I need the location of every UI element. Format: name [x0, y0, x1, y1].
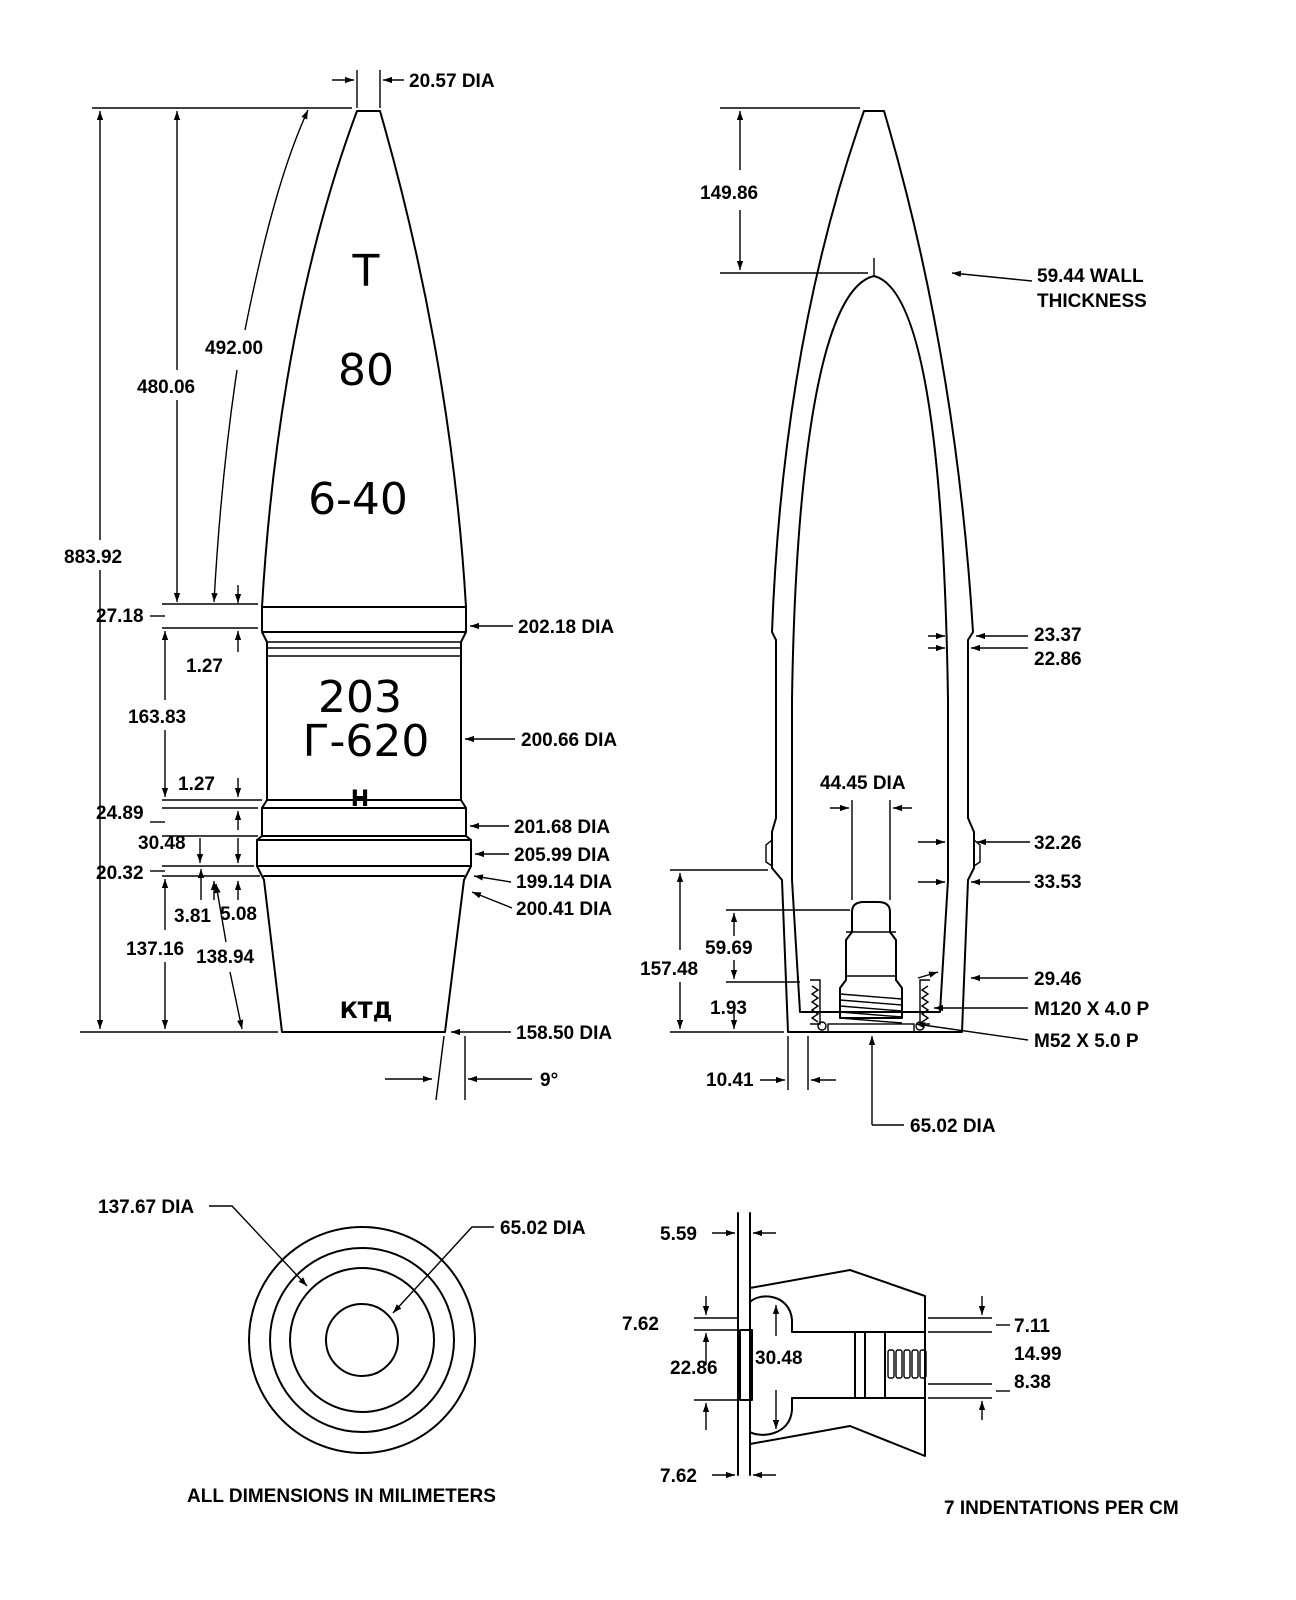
dim-20-32: 20.32: [96, 863, 144, 884]
dim-7-62-b: 7.62: [660, 1466, 697, 1487]
dim-dia-158-50: 158.50 DIA: [516, 1023, 612, 1044]
dim-section-dia-65-02: 65.02 DIA: [910, 1116, 996, 1137]
dim-dia-201-68: 201.68 DIA: [514, 817, 610, 838]
dim-thread-m120: M120 X 4.0 P: [1034, 999, 1149, 1020]
side-outline: [256, 110, 472, 1033]
marking-n: Н: [351, 787, 369, 812]
dim-7-62-a: 7.62: [622, 1314, 659, 1335]
dim-27-18: 27.18: [96, 606, 144, 627]
dim-dia-200-66: 200.66 DIA: [521, 730, 617, 751]
dim-ogive-length-492: 492.00: [205, 338, 263, 359]
projectile-section-view: 149.86 59.44 WALL THICKNESS 23.37 22.86 …: [640, 107, 1149, 1137]
dim-overall-length: 883.92: [64, 547, 122, 568]
dim-ogive-length-480: 480.06: [137, 377, 195, 398]
dim-5-08: 5.08: [220, 904, 257, 925]
dim-23-37: 23.37: [1034, 625, 1082, 646]
dim-1-27-b: 1.27: [178, 774, 215, 795]
marking-g-620: Г-620: [303, 716, 430, 767]
marking-6-40: 6-40: [308, 474, 408, 525]
base-view: 137.67 DIA 65.02 DIA ALL DIMENSIONS IN M…: [98, 1197, 586, 1507]
dim-5-59: 5.59: [660, 1224, 697, 1245]
marking-ktd: КТД: [340, 999, 393, 1024]
dim-14-99: 14.99: [1014, 1344, 1062, 1365]
dim-dia-202-18: 202.18 DIA: [518, 617, 614, 638]
dim-8-38: 8.38: [1014, 1372, 1051, 1393]
dim-138-94: 138.94: [196, 947, 255, 968]
dim-32-26: 32.26: [1034, 833, 1082, 854]
dim-angle-9: 9°: [540, 1070, 558, 1091]
dim-dia-199-14: 199.14 DIA: [516, 872, 612, 893]
marking-t: T: [352, 246, 380, 297]
note-indentations: 7 INDENTATIONS PER CM: [944, 1498, 1179, 1519]
marking-80: 80: [338, 345, 394, 396]
dim-1-27-a: 1.27: [186, 656, 223, 677]
dim-7-11: 7.11: [1014, 1316, 1050, 1337]
dim-nose-dia: 20.57 DIA: [409, 71, 495, 92]
dim-band-22-86: 22.86: [670, 1358, 718, 1379]
section-outer-outline: [771, 110, 975, 1033]
dim-dia-44-45: 44.45 DIA: [820, 773, 906, 794]
fuze-adapter: [839, 901, 903, 1019]
dim-3-81: 3.81: [174, 906, 211, 927]
fuze-thread: [839, 993, 903, 1024]
band-body: [749, 1269, 926, 1457]
dim-band-30-48: 30.48: [755, 1348, 803, 1369]
projectile-side-view: T 80 6-40 203 Г-620 Н КТД 20.57 DIA 883.…: [64, 70, 617, 1101]
dim-wall-59-44: 59.44 WALL: [1037, 266, 1144, 287]
dim-33-53: 33.53: [1034, 872, 1082, 893]
dim-dia-205-99: 205.99 DIA: [514, 845, 610, 866]
dim-163-83: 163.83: [128, 707, 186, 728]
dim-dia-200-41: 200.41 DIA: [516, 899, 612, 920]
dim-wall-thickness: THICKNESS: [1037, 291, 1147, 312]
dim-59-69: 59.69: [705, 938, 753, 959]
section-inner-cavity: [791, 275, 949, 1013]
band-detail: 5.59 7.62 22.86 30.48 7.62 7.11 14.99 8.…: [622, 1212, 1179, 1519]
dim-10-41: 10.41: [706, 1070, 754, 1091]
base-thread: [810, 985, 930, 1023]
note-units: ALL DIMENSIONS IN MILIMETERS: [187, 1486, 496, 1507]
dim-137-16: 137.16: [126, 939, 184, 960]
dim-22-86: 22.86: [1034, 649, 1082, 670]
dim-base-dia-65-02: 65.02 DIA: [500, 1218, 586, 1239]
dim-157-48: 157.48: [640, 959, 698, 980]
dim-149-86: 149.86: [700, 183, 758, 204]
dim-1-93: 1.93: [710, 998, 747, 1019]
dim-30-48: 30.48: [138, 833, 186, 854]
band-indentations: [887, 1349, 927, 1379]
dim-24-89: 24.89: [96, 803, 144, 824]
marking-203: 203: [318, 672, 402, 723]
dim-base-dia-137-67: 137.67 DIA: [98, 1197, 194, 1218]
dim-29-46: 29.46: [1034, 969, 1082, 990]
dim-thread-m52: M52 X 5.0 P: [1034, 1031, 1139, 1052]
